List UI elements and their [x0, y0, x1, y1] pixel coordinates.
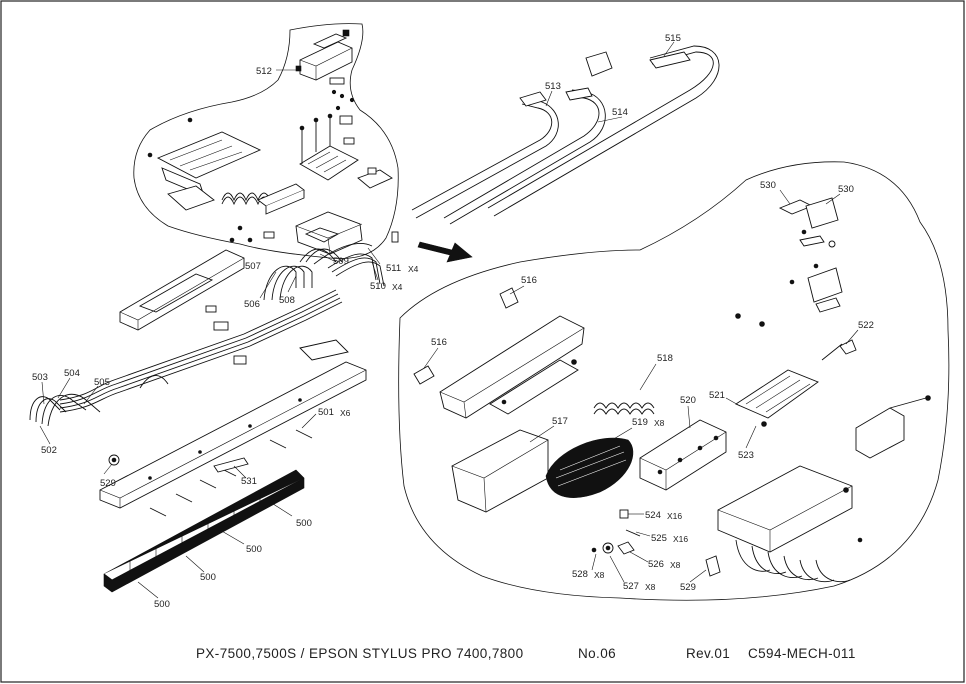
part-515-flat-cable: [487, 45, 720, 217]
callout-510: 510: [370, 281, 386, 292]
callout-512: 512: [256, 66, 272, 77]
part-519-dampers: [545, 437, 634, 498]
part-right-screws: [735, 313, 765, 327]
callout-501-quantity: X6: [340, 408, 351, 418]
footer-page-number: No.06: [578, 646, 616, 661]
part-main-ink-frame: [439, 315, 585, 419]
part-upper-spring-coil: [167, 185, 283, 211]
part-509-cable-coil: [299, 243, 373, 265]
part-524-to-528-small-parts: [591, 509, 641, 555]
callout-514: 514: [612, 107, 628, 118]
part-529-right: [705, 555, 721, 577]
callout-510-quantity: X4: [392, 282, 403, 292]
callout-531: 531: [241, 476, 257, 487]
callout-516a: 516: [521, 275, 537, 286]
callout-504: 504: [64, 368, 80, 379]
part-500-cap-blocks: [103, 469, 305, 593]
callout-500c: 500: [200, 572, 216, 583]
callout-519: 519: [632, 417, 648, 428]
part-512-board-cover: [295, 29, 353, 81]
part-510-511-tubes: [327, 253, 385, 287]
leader-lines: [39, 41, 859, 599]
part-tube-clips: [205, 305, 247, 365]
callout-515: 515: [665, 33, 681, 44]
callout-524: 524: [645, 510, 661, 521]
callout-523: 523: [738, 450, 754, 461]
callout-529a: 529: [100, 478, 116, 489]
footer-revision: Rev.01: [686, 646, 730, 661]
callout-525: 525: [651, 533, 667, 544]
part-518-springs: [593, 402, 655, 415]
callout-500d: 500: [154, 599, 170, 610]
callout-503: 503: [32, 372, 48, 383]
part-507-cover: [119, 249, 245, 331]
part-517-housing: [451, 429, 549, 513]
part-522-sensor: [821, 339, 857, 361]
part-ink-tube-bundle: [59, 289, 343, 413]
callout-519-quantity: X8: [654, 418, 665, 428]
part-520-valve-block: [639, 419, 727, 491]
footer-code: C594-MECH-011: [748, 646, 856, 661]
callout-509: 509: [333, 256, 349, 267]
part-right-mount-bracket: [789, 263, 843, 313]
part-upper-frame: [147, 117, 262, 197]
part-530-brackets: [778, 197, 839, 248]
callout-511-quantity: X4: [408, 264, 419, 274]
part-main-rail-frame: [99, 339, 367, 509]
callout-526: 526: [648, 559, 664, 570]
part-506-508-tube-loops: [263, 265, 313, 301]
callout-511: 511: [386, 263, 401, 274]
callout-526-quantity: X8: [670, 560, 681, 570]
callout-500b: 500: [246, 544, 262, 555]
callout-508: 508: [279, 295, 295, 306]
callout-501: 501: [318, 407, 334, 418]
callout-530b: 530: [838, 184, 854, 195]
callout-505: 505: [94, 377, 110, 388]
callout-500a: 500: [296, 518, 312, 529]
callout-530a: 530: [760, 180, 776, 191]
part-521-board: [735, 369, 819, 427]
callout-524-quantity: X16: [667, 511, 682, 521]
enclosure-upper-assembly: [133, 23, 399, 259]
part-514-flat-cable: [443, 87, 606, 225]
callout-506: 506: [244, 299, 260, 310]
callout-527-quantity: X8: [645, 582, 656, 592]
footer-model: PX-7500,7500S / EPSON STYLUS PRO 7400,78…: [196, 646, 523, 661]
callout-507: 507: [245, 261, 261, 272]
callout-529b: 529: [680, 582, 696, 593]
callout-521: 521: [709, 390, 725, 401]
small-screws-upper: [329, 77, 355, 145]
callout-522: 522: [858, 320, 874, 331]
part-ink-holder-tray: [717, 465, 863, 583]
part-upper-small-bits: [229, 225, 399, 243]
callout-527: 527: [623, 581, 639, 592]
part-upper-connector-strip: [257, 183, 305, 215]
callout-525-quantity: X16: [673, 534, 688, 544]
callout-528-quantity: X8: [594, 570, 605, 580]
callout-513: 513: [545, 81, 561, 92]
callout-502: 502: [41, 445, 57, 456]
part-right-side-bracket: [855, 395, 931, 459]
part-531-plate: [213, 457, 249, 473]
part-529-left: [108, 454, 120, 466]
direction-arrow: [417, 241, 473, 263]
callout-516b: 516: [431, 337, 447, 348]
callout-518: 518: [657, 353, 673, 364]
part-516-clips: [413, 287, 519, 385]
part-upper-board: [299, 113, 359, 181]
callout-520: 520: [680, 395, 696, 406]
callout-528: 528: [572, 569, 588, 580]
part-upper-bracket: [357, 167, 393, 189]
callout-517: 517: [552, 416, 568, 427]
part-upper-head-unit: [295, 211, 363, 255]
enclosure-ink-system: [398, 161, 950, 601]
part-513-flat-cable: [411, 91, 559, 219]
part-503-504-505-loops: [29, 393, 101, 427]
